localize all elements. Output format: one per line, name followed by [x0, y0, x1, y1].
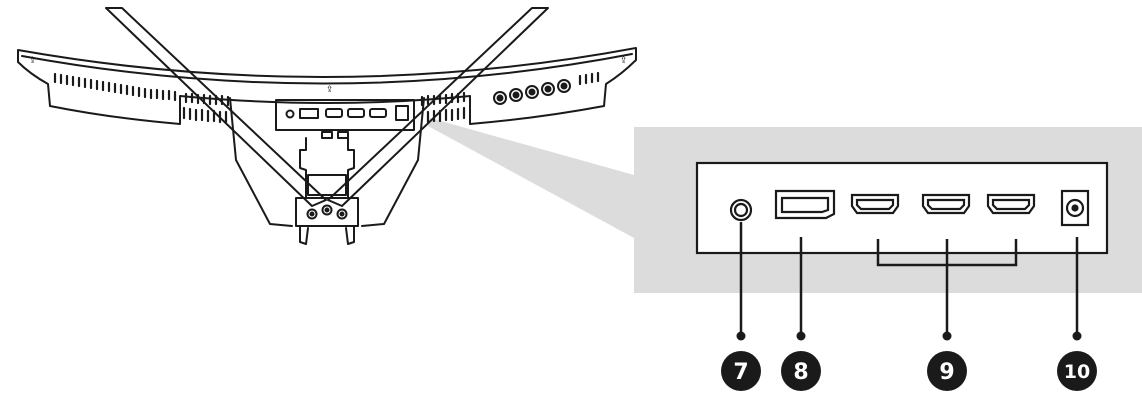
- io-recess: [275, 99, 415, 131]
- hdmi-port-icon: [986, 193, 1036, 215]
- mini-power-jack: [395, 105, 409, 121]
- mini-audio-jack: [285, 109, 295, 119]
- stand-leg-right: [327, 7, 549, 207]
- control-buttons: [493, 79, 571, 105]
- corner-mark-center: ⇪: [326, 85, 334, 95]
- callout-label-7: 7: [733, 360, 748, 385]
- dc-power-jack-icon: [1060, 189, 1090, 227]
- callout-label-8: 8: [793, 360, 808, 385]
- mini-hdmi-2: [347, 108, 365, 118]
- io-panel-zoom: [695, 161, 1109, 255]
- callout-label-10: 10: [1064, 361, 1090, 383]
- mini-hdmi-3: [369, 108, 387, 118]
- monitor-body-outline: [17, 47, 637, 125]
- displayport-icon: [774, 189, 836, 220]
- leader-bracket-9: [876, 239, 1018, 336]
- stand-leg-left: [105, 7, 327, 207]
- audio-jack-icon: [729, 198, 753, 222]
- corner-mark-right: ⇪: [620, 56, 628, 66]
- callout-9: 9: [927, 351, 967, 391]
- mini-hdmi-1: [325, 108, 343, 118]
- vent-slots-left: [53, 72, 230, 124]
- mini-usb-2: [337, 131, 349, 139]
- mini-displayport: [299, 108, 319, 119]
- leader-dots: [736, 331, 1082, 341]
- callout-8: 8: [781, 351, 821, 391]
- leader-lines: [739, 222, 1079, 336]
- zoom-wedge: [428, 118, 634, 238]
- callout-label-9: 9: [939, 360, 954, 385]
- mini-usb-1: [321, 131, 333, 139]
- hdmi-port-icon: [850, 193, 900, 215]
- corner-mark-left: ⇪: [29, 56, 37, 66]
- hdmi-port-icon: [921, 193, 971, 215]
- io-panel-frame: [695, 161, 1109, 255]
- callout-10: 10: [1057, 351, 1097, 391]
- monitor-rear-view: ⇪ ⇪ ⇪: [17, 7, 637, 245]
- callout-7: 7: [721, 351, 761, 391]
- monitor-top-edge-inner: [21, 53, 633, 85]
